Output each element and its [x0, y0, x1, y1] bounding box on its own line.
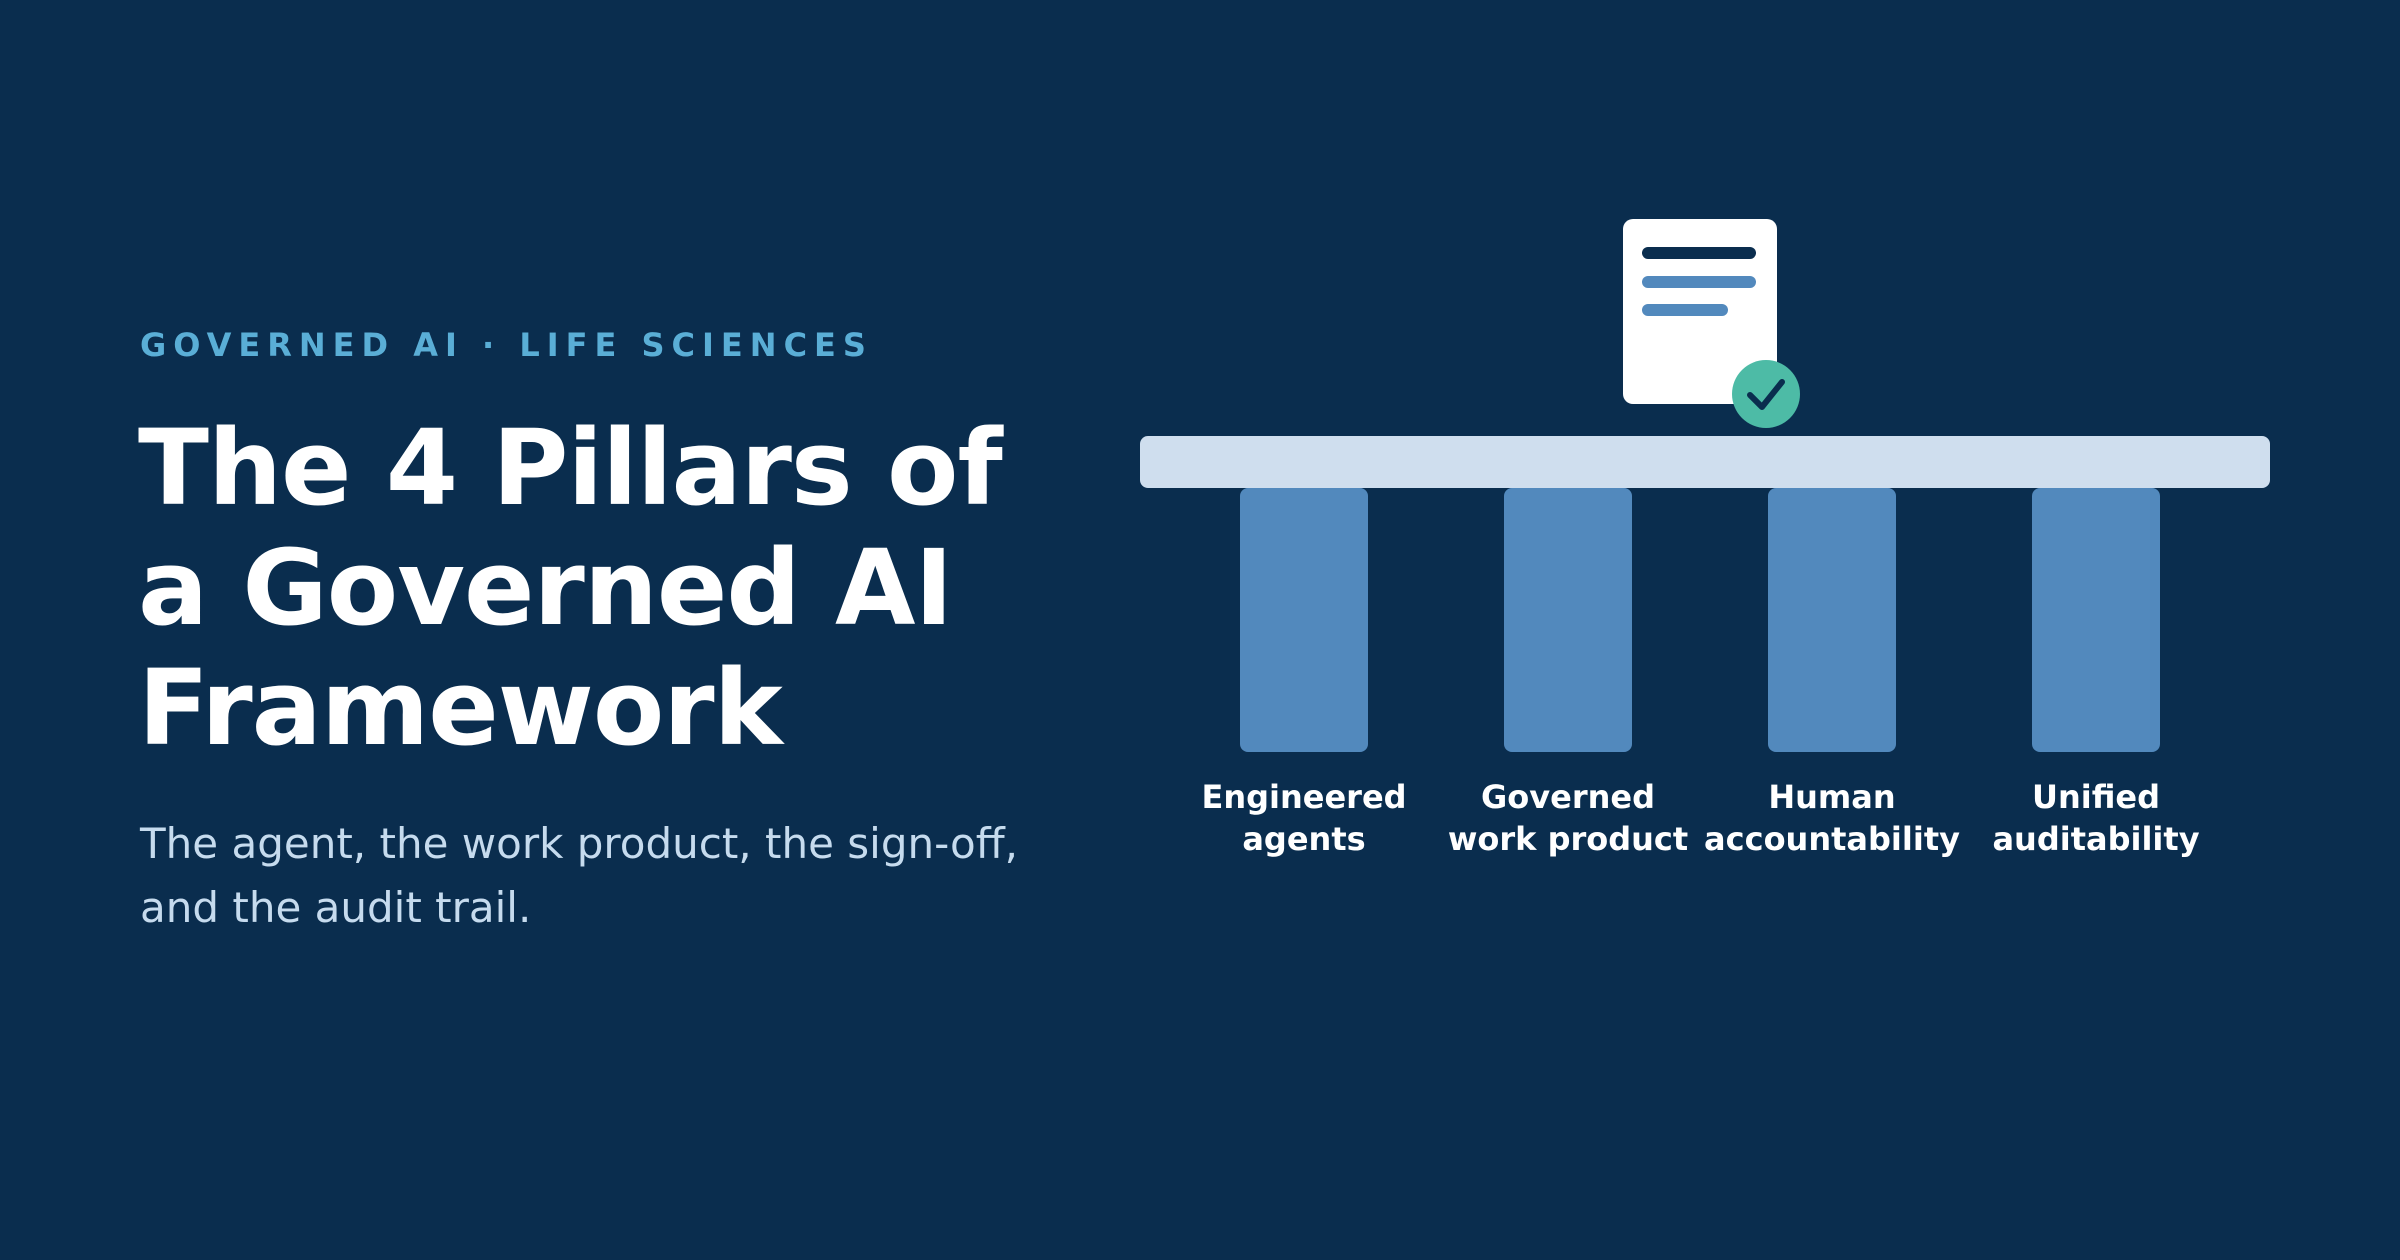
checkmark-icon [1747, 379, 1785, 410]
pillar-label-line: work product [1447, 820, 1689, 858]
pillars-diagram: Engineered agents Governed work product … [1130, 200, 2280, 900]
pillar-label-line: auditability [1992, 820, 2200, 858]
check-badge-icon [1732, 360, 1800, 428]
pillar-label-unified-auditability: Unified auditability [1966, 776, 2226, 860]
pillar-label-line: agents [1242, 820, 1366, 858]
pillar-4 [2032, 488, 2160, 752]
beam [1140, 436, 2270, 488]
document-line-1 [1642, 247, 1756, 259]
pillar-label-line: Engineered [1201, 778, 1407, 816]
pillar-label-line: Human [1768, 778, 1896, 816]
pillar-label-line: Governed [1481, 778, 1655, 816]
pillar-label-line: accountability [1704, 820, 1960, 858]
check-badge-circle [1732, 360, 1800, 428]
document-icon [1623, 219, 1777, 404]
page-title: The 4 Pillars of a Governed AI Framework [138, 407, 1003, 769]
pillar-label-line: Unified [2031, 778, 2161, 816]
pillar-3 [1768, 488, 1896, 752]
page-subtitle: The agent, the work product, the sign-of… [140, 819, 1019, 932]
document-line-3 [1642, 304, 1728, 316]
eyebrow-label: GOVERNED AI · LIFE SCIENCES [140, 326, 873, 364]
pillar-label-human-accountability: Human accountability [1702, 776, 1962, 860]
pillar-2 [1504, 488, 1632, 752]
pillar-label-governed-work-product: Governed work product [1438, 776, 1698, 860]
document-line-2 [1642, 276, 1756, 288]
pillar-label-engineered-agents: Engineered agents [1174, 776, 1434, 860]
pillars-illustration [1140, 219, 2270, 752]
pillar-1 [1240, 488, 1368, 752]
